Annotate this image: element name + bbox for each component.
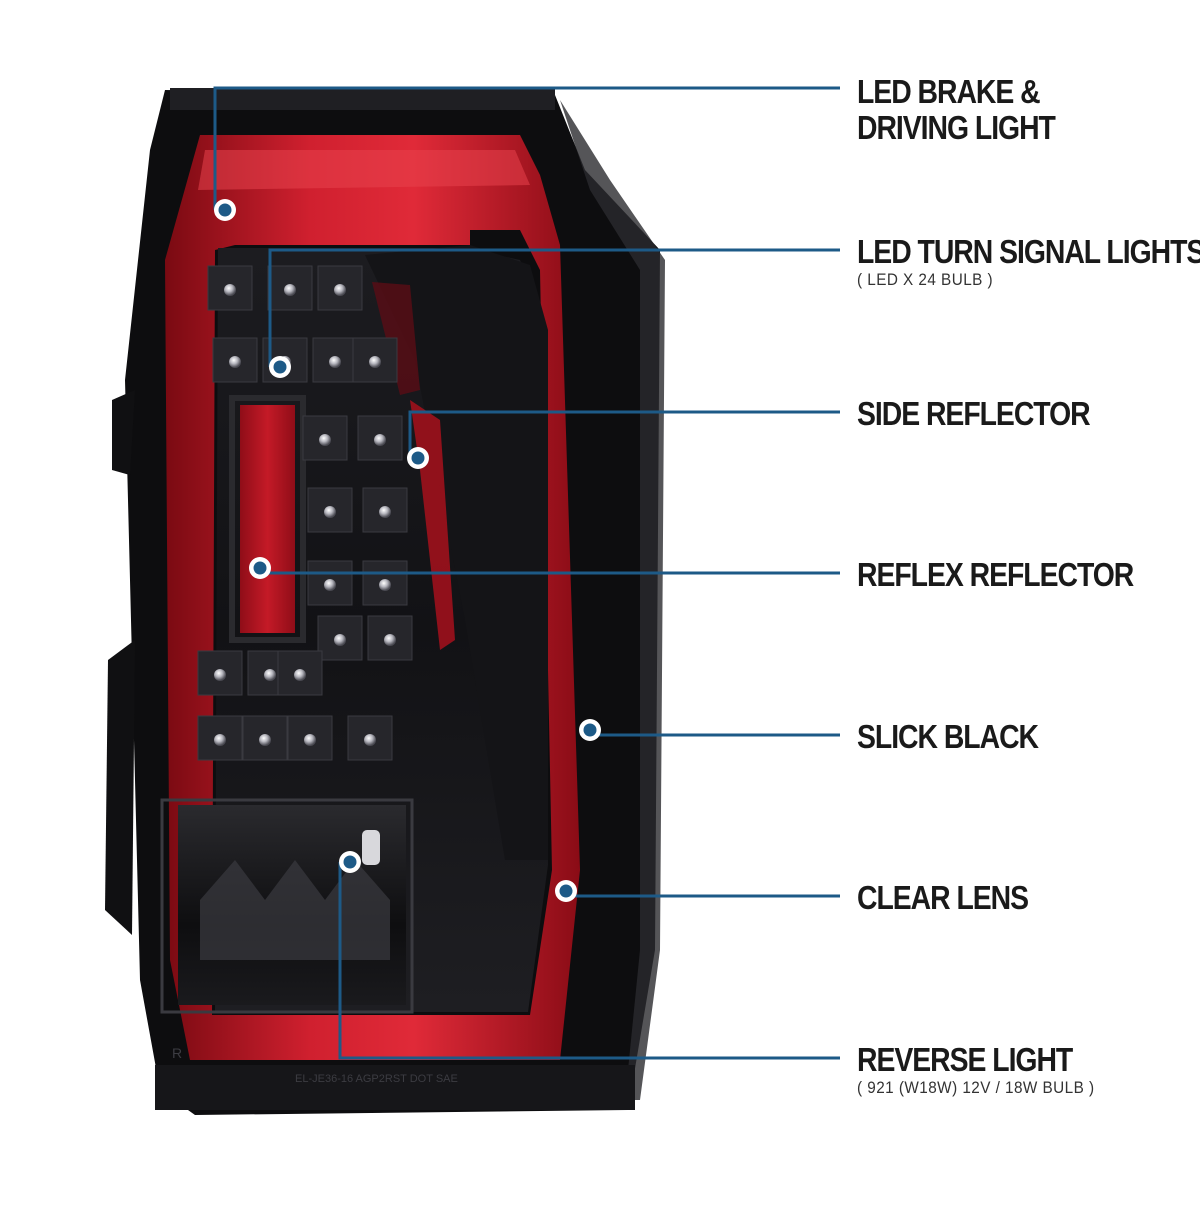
label-led-brake-driving-light: LED BRAKE & DRIVING LIGHT bbox=[857, 74, 1087, 146]
mounting-tab-lower bbox=[105, 640, 135, 935]
housing-marking-r: R bbox=[172, 1045, 182, 1061]
led-bulb bbox=[224, 284, 236, 296]
callout-marker-dot-side-reflector bbox=[411, 451, 425, 465]
reflex-reflector-frame bbox=[229, 395, 306, 643]
housing-marking-dot: EL-JE36-16 AGP2RST DOT SAE bbox=[295, 1073, 458, 1085]
led-bulb bbox=[379, 506, 391, 518]
mounting-tab-upper bbox=[112, 390, 135, 475]
led-bulb bbox=[259, 734, 271, 746]
led-bulb bbox=[384, 634, 396, 646]
callout-marker-dot-reflex-reflector bbox=[253, 561, 267, 575]
led-bulb bbox=[294, 669, 306, 681]
callout-line-reverse-light bbox=[338, 862, 840, 1060]
label-reverse-light: REVERSE LIGHT ( 921 (W18W) 12V / 18W BUL… bbox=[857, 1042, 1121, 1098]
callout-line-side-reflector bbox=[408, 410, 840, 458]
reverse-light-frame bbox=[160, 798, 414, 1014]
inner-module bbox=[160, 245, 548, 1014]
callout-marker-dot-clear-lens bbox=[559, 884, 573, 898]
label-clear-lens: CLEAR LENS bbox=[857, 880, 1056, 916]
light-bar-highlight bbox=[198, 150, 530, 190]
label-slick-black: SLICK BLACK bbox=[857, 719, 1067, 755]
callout-line-led-brake-driving-light bbox=[213, 86, 840, 210]
label-title: LED BRAKE & bbox=[857, 73, 1041, 110]
label-title: LED TURN SIGNAL LIGHTS bbox=[857, 233, 1200, 270]
reflex-reflector bbox=[240, 405, 295, 633]
callout-marker-dot-reverse-light bbox=[343, 855, 357, 869]
label-title: SIDE REFLECTOR bbox=[857, 395, 1091, 432]
bottom-lip bbox=[155, 1065, 635, 1110]
led-bulb bbox=[334, 284, 346, 296]
callout-layer bbox=[213, 86, 840, 1060]
label-title: CLEAR LENS bbox=[857, 879, 1029, 916]
led-bulb bbox=[284, 284, 296, 296]
led-bulb bbox=[214, 734, 226, 746]
led-bulb bbox=[319, 434, 331, 446]
reverse-reflector-facets bbox=[200, 860, 390, 960]
label-title: REVERSE LIGHT bbox=[857, 1041, 1073, 1078]
side-reflector-strip bbox=[365, 245, 548, 860]
label-subtitle: ( LED X 24 BULB ) bbox=[857, 270, 994, 289]
led-bulb bbox=[264, 669, 276, 681]
label-title: SLICK BLACK bbox=[857, 718, 1039, 755]
led-cell bbox=[357, 415, 403, 461]
label-led-turn-signal-lights: LED TURN SIGNAL LIGHTS ( LED X 24 BULB ) bbox=[857, 234, 1200, 290]
reverse-bulb bbox=[362, 830, 380, 865]
led-bulb bbox=[364, 734, 376, 746]
led-bulb bbox=[324, 579, 336, 591]
led-bulb bbox=[329, 356, 341, 368]
callout-marker-dot-slick-black bbox=[583, 723, 597, 737]
led-bulb bbox=[334, 634, 346, 646]
led-cell bbox=[317, 615, 363, 661]
label-side-reflector: SIDE REFLECTOR bbox=[857, 396, 1127, 432]
callout-marker-dot-led-brake-driving-light bbox=[218, 203, 232, 217]
led-bulb bbox=[324, 506, 336, 518]
callout-marker-dot-led-turn-signal-lights bbox=[273, 360, 287, 374]
housing-side-edge bbox=[560, 100, 665, 1100]
label-reflex-reflector: REFLEX REFLECTOR bbox=[857, 557, 1178, 593]
label-title: DRIVING LIGHT bbox=[857, 109, 1056, 146]
label-subtitle: ( 921 (W18W) 12V / 18W BULB ) bbox=[857, 1078, 1095, 1097]
label-title: REFLEX REFLECTOR bbox=[857, 556, 1134, 593]
led-bulb bbox=[214, 669, 226, 681]
led-bulb bbox=[304, 734, 316, 746]
led-bulb bbox=[369, 356, 381, 368]
led-bulb bbox=[374, 434, 386, 446]
callout-line-led-turn-signal-lights bbox=[268, 248, 840, 367]
top-gasket bbox=[170, 88, 555, 110]
led-bulb bbox=[229, 356, 241, 368]
led-bulb bbox=[379, 579, 391, 591]
